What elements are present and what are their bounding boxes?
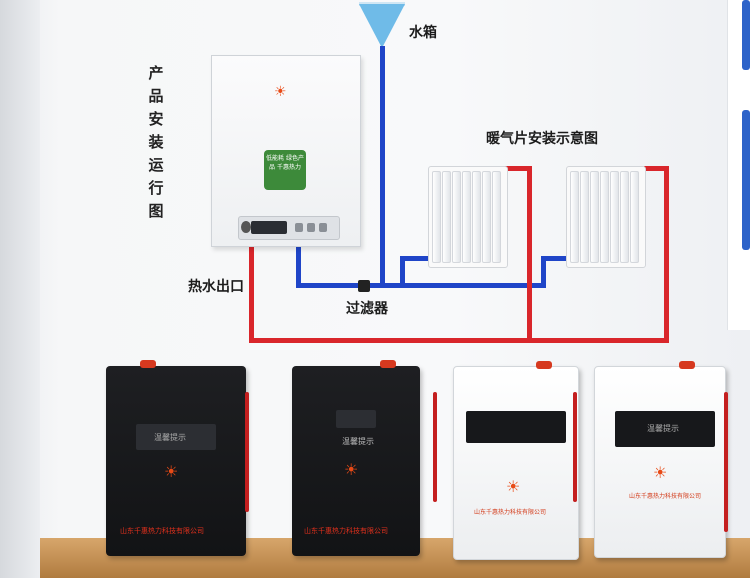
valve-cap	[536, 361, 552, 369]
hot-water-outlet-label: 热水出口	[188, 279, 244, 295]
unit-display-text: 温馨提示	[342, 437, 374, 446]
heater-unit-2: 温馨提示 ☀ 山东千惠热力科技有限公司	[292, 360, 420, 556]
boiler-button	[295, 223, 303, 232]
valve-cap	[380, 360, 396, 368]
cold-pipe-radiator1-drop	[400, 258, 405, 287]
boiler-screen	[251, 221, 287, 234]
company-label: 山东千惠热力科技有限公司	[120, 527, 204, 535]
heater-unit-4: 温馨提示 ☀ 山东千惠热力科技有限公司	[594, 361, 726, 558]
unit-display-text: 温馨提示	[647, 424, 679, 433]
cold-pipe-vertical	[380, 46, 385, 286]
sun-logo-icon: ☀	[164, 462, 179, 481]
hot-pipe-radiator2-top	[644, 166, 669, 171]
water-tank-label: 水箱	[409, 25, 437, 41]
cold-pipe-radiator1-inlet	[400, 256, 428, 261]
wall-edge-right	[727, 0, 750, 330]
filter-label: 过滤器	[346, 301, 388, 317]
hot-pipe-middle-riser	[527, 166, 532, 343]
boiler-button	[319, 223, 327, 232]
energy-badge: 低能耗 绿色产品 千惠热力	[264, 150, 306, 190]
boiler-button	[307, 223, 315, 232]
unit-display	[336, 410, 376, 428]
sun-logo-icon: ☀	[274, 84, 287, 100]
diagram-vertical-title: 产品安装运行图	[148, 64, 164, 220]
radiator-title: 暖气片安装示意图	[486, 131, 598, 147]
hot-pipe-bottom	[249, 338, 669, 343]
blue-trim-top	[742, 0, 750, 70]
company-label: 山东千惠热力科技有限公司	[629, 493, 702, 500]
water-tank-icon	[359, 4, 405, 48]
heater-unit-3: ☀ 山东千惠热力科技有限公司	[453, 361, 579, 560]
blue-trim-middle	[742, 110, 750, 250]
hot-pipe-right-riser	[664, 166, 669, 343]
boiler-control-panel	[238, 216, 340, 240]
unit-display-text: 温馨提示	[154, 433, 186, 442]
cold-pipe-bottom	[296, 283, 546, 288]
unit-display	[466, 411, 566, 443]
filter-icon	[358, 280, 370, 292]
heater-unit-1: 温馨提示 ☀ 山东千惠热力科技有限公司	[106, 360, 246, 556]
unit-display: 温馨提示	[615, 411, 715, 447]
valve-cap	[679, 361, 695, 369]
cold-pipe-boiler-return	[296, 243, 301, 288]
power-cable	[433, 392, 437, 502]
radiator-1	[428, 166, 508, 268]
wall-boiler: ☀ 低能耗 绿色产品 千惠热力	[211, 55, 361, 247]
cold-pipe-radiator2-drop	[541, 258, 546, 288]
hot-pipe-boiler-outlet	[249, 243, 254, 343]
valve-cap	[140, 360, 156, 368]
company-label: 山东千惠热力科技有限公司	[474, 509, 547, 516]
unit-display: 温馨提示	[136, 424, 216, 450]
power-cable	[573, 392, 577, 502]
sun-logo-icon: ☀	[344, 460, 359, 479]
sun-logo-icon: ☀	[506, 477, 521, 496]
hot-pipe-radiator1-top	[505, 166, 532, 171]
power-cable	[245, 392, 249, 512]
power-cable	[724, 392, 728, 532]
cold-pipe-radiator2-inlet	[541, 256, 568, 261]
company-label: 山东千惠热力科技有限公司	[304, 527, 388, 535]
sun-logo-icon: ☀	[653, 463, 668, 482]
radiator-2	[566, 166, 646, 268]
knob-icon	[241, 221, 251, 233]
wall-edge-left	[0, 0, 40, 578]
